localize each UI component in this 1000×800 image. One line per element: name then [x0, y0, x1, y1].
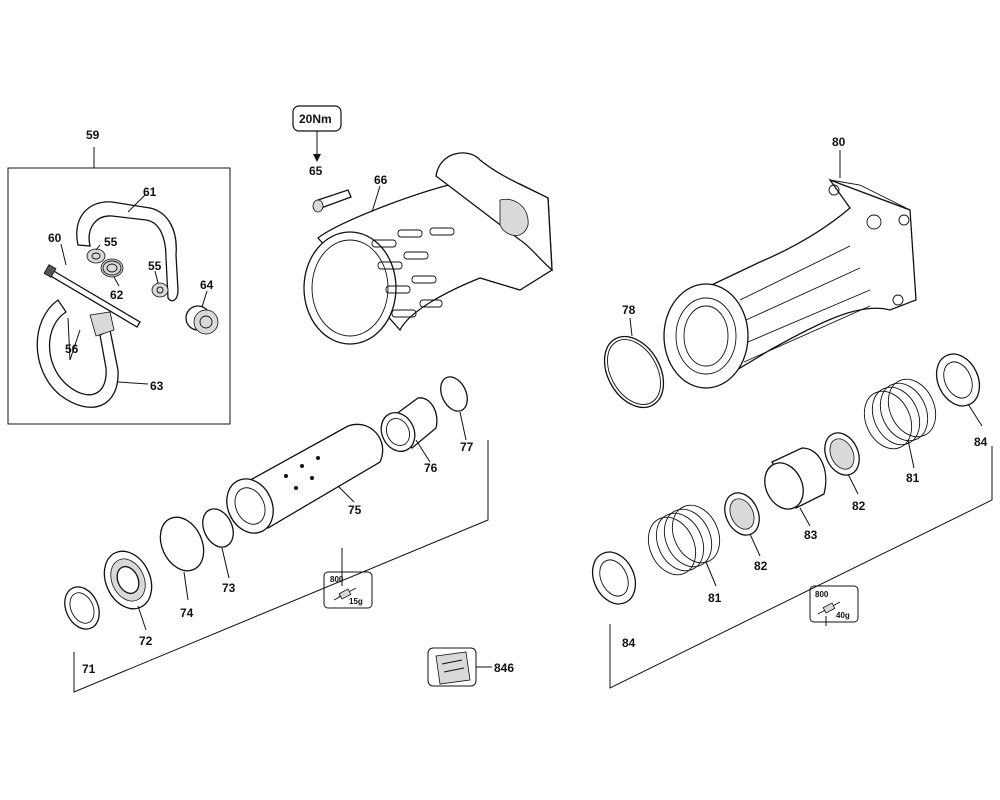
callout-60: 60 — [48, 231, 62, 245]
callout-66: 66 — [374, 173, 388, 187]
spring-part-81b — [647, 504, 721, 576]
knob-part-64 — [185, 305, 219, 335]
callout-84a: 84 — [974, 435, 988, 449]
lube-left-bottom: 15g — [349, 597, 363, 606]
callout-76: 76 — [424, 461, 438, 475]
lubricant-icon-right: 800 40g — [809, 585, 859, 623]
nut-part-55a — [86, 248, 106, 264]
retaining-ring-part-84b — [591, 551, 637, 605]
washer-part-71 — [64, 586, 100, 630]
spring-part-81a — [863, 378, 937, 450]
nut-part-55b — [151, 282, 169, 298]
callout-846: 846 — [494, 661, 514, 675]
cylinder-part-75 — [226, 423, 384, 534]
threaded-rod-part-60 — [43, 264, 141, 328]
o-ring-part-77 — [440, 376, 468, 412]
callout-55a: 55 — [104, 235, 118, 249]
callout-72: 72 — [139, 634, 153, 648]
torque-spec-box: 20Nm — [292, 105, 342, 132]
callout-82b: 82 — [754, 559, 768, 573]
callout-75: 75 — [348, 503, 362, 517]
cylinder-housing-part-80 — [663, 178, 917, 389]
lube-right-top: 800 — [815, 590, 829, 599]
lube-left-top: 800 — [330, 575, 344, 584]
callout-65: 65 — [309, 164, 323, 178]
ring-part-82a — [824, 432, 860, 476]
side-handle-frame — [7, 167, 231, 425]
retaining-ring-part-84a — [935, 353, 981, 407]
callout-81b: 81 — [708, 591, 722, 605]
callout-82a: 82 — [852, 499, 866, 513]
screw-part-65 — [312, 189, 352, 213]
callout-56: 56 — [65, 342, 79, 356]
callout-74: 74 — [180, 606, 194, 620]
lubricant-icon-left: 800 15g — [323, 571, 373, 609]
callout-63: 63 — [150, 379, 164, 393]
serrated-washer-part-62 — [100, 258, 124, 278]
o-ring-part-74 — [159, 516, 205, 572]
o-ring-part-78 — [603, 335, 665, 409]
callout-55b: 55 — [148, 259, 162, 273]
ring-part-82b — [724, 492, 760, 536]
callout-59: 59 — [86, 128, 100, 142]
side-handle-assembly-group: 59 61 60 55 55 — [7, 128, 231, 425]
callout-62: 62 — [110, 288, 124, 302]
grease-bag-part-846 — [427, 647, 477, 687]
callout-80: 80 — [832, 135, 846, 149]
torque-label: 20Nm — [299, 112, 332, 126]
callout-71: 71 — [82, 662, 96, 676]
callout-64: 64 — [200, 278, 214, 292]
o-ring-part-73 — [202, 508, 234, 548]
lube-right-bottom: 40g — [836, 611, 850, 620]
piston-part-76 — [380, 397, 438, 452]
bearing-part-72 — [103, 550, 153, 610]
callout-78: 78 — [622, 303, 636, 317]
callout-83: 83 — [804, 528, 818, 542]
callout-81a: 81 — [906, 471, 920, 485]
callout-84b: 84 — [622, 636, 636, 650]
callout-61: 61 — [143, 185, 157, 199]
clamp-band-part-63 — [36, 299, 119, 408]
callout-77: 77 — [460, 440, 474, 454]
callout-73: 73 — [222, 581, 236, 595]
housing-part-66 — [303, 152, 553, 345]
sleeve-part-83 — [764, 447, 827, 510]
